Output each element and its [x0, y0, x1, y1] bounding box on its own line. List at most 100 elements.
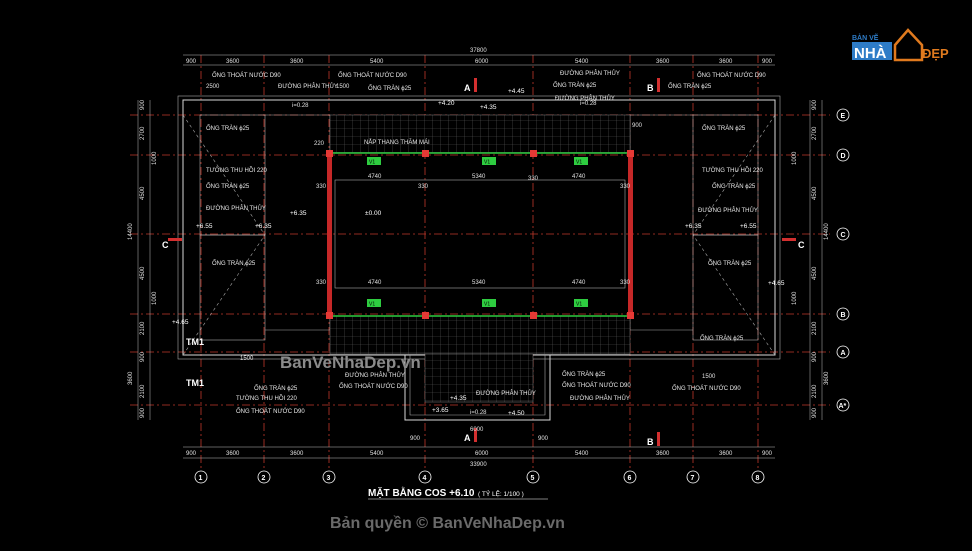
roof-hatch-top	[329, 114, 631, 154]
beam-tag-label: V1	[484, 160, 490, 166]
beam-tag-label: V1	[369, 302, 375, 308]
dim-label: 330	[316, 184, 327, 190]
axis-label: 2	[262, 475, 266, 482]
dim-label: 900	[762, 451, 773, 457]
note-ridge: ĐƯỜNG PHÂN THỦY	[278, 83, 338, 90]
dim-label: 4500	[812, 266, 818, 280]
dim-label: 330	[316, 280, 327, 286]
dim-label: 5400	[575, 59, 589, 65]
dim-label: 2700	[812, 126, 818, 140]
dim-label: 3600	[656, 451, 670, 457]
beam-tag	[574, 299, 588, 307]
dim-label: 220	[314, 141, 325, 147]
note-overflow-pipe: ỐNG TRÀN ϕ25	[206, 125, 250, 132]
note-roof-hatch: NẮP THANG THĂM MÁI	[364, 138, 430, 146]
roof-hatch-protrusion	[424, 353, 534, 403]
slope-label: i=0.28	[292, 103, 309, 109]
note-ridge: ĐƯỜNG PHÂN THỦY	[476, 390, 536, 397]
dim-label: 4500	[140, 266, 146, 280]
axis-label: D	[841, 153, 846, 160]
dim-label: 6000	[475, 451, 489, 457]
dim-label: 1000	[792, 151, 798, 165]
level-mark: +6.55	[740, 223, 757, 230]
dim-label: 900	[186, 451, 197, 457]
dim-label: 5400	[575, 451, 589, 457]
note-overflow-pipe: ỐNG TRÀN ϕ25	[368, 85, 412, 92]
dim-label: 900	[140, 407, 146, 418]
dim-label: 900	[762, 59, 773, 65]
side-dimensions: 900 2700 1000 4500 14400 4500 1000 2100 …	[128, 99, 830, 420]
axis-label: B	[841, 312, 846, 319]
axis-label: 5	[531, 475, 535, 482]
axis-label: A*	[839, 403, 847, 410]
annotations: ỐNG THOÁT NƯỚC D90 ỐNG THOÁT NƯỚC D90 ỐN…	[172, 70, 785, 442]
level-mark: +4.65	[768, 280, 785, 287]
note-gable-wall: TƯỜNG THU HỒI 220	[236, 395, 297, 402]
red-columns	[326, 150, 634, 319]
row-axes: E D C B A A*	[836, 108, 850, 412]
axis-label: E	[841, 113, 846, 120]
dim-label: 4500	[140, 186, 146, 200]
axis-label: C	[841, 232, 846, 239]
axis-label: 8	[756, 475, 760, 482]
axis-label: 3	[327, 475, 331, 482]
dim-label: 900	[812, 351, 818, 362]
dim-label: 5400	[370, 59, 384, 65]
note-overflow-pipe: ỐNG TRÀN ϕ25	[553, 82, 597, 89]
note-gable-wall: TƯỜNG THU HỒI 220	[206, 167, 267, 174]
copyright-text: Bản quyền © BanVeNhaDep.vn	[330, 515, 565, 532]
beam-tag-label: V1	[369, 160, 375, 166]
note-drain-pipe: ỐNG THOÁT NƯỚC D90	[672, 385, 741, 392]
note-ridge: ĐƯỜNG PHÂN THỦY	[206, 205, 266, 212]
level-mark: +6.55	[196, 223, 213, 230]
logo-suffix-text: ĐẸP	[922, 46, 949, 61]
beam-tag-label: V1	[576, 160, 582, 166]
beam-tag	[367, 157, 381, 165]
top-dimensions: 37800 900 3600 3600 5400 6000 5400 3600 …	[183, 48, 775, 66]
note-overflow-pipe: ỐNG TRÀN ϕ25	[708, 260, 752, 267]
dim-label: 900	[812, 407, 818, 418]
level-mark: +4.65	[172, 319, 189, 326]
dim-label: 3600	[656, 59, 670, 65]
dim-label: 900	[140, 351, 146, 362]
note-ridge: ĐƯỜNG PHÂN THỦY	[555, 95, 615, 102]
dim-label: 900	[140, 99, 146, 110]
dim-label: 330	[528, 176, 539, 182]
dim-label: 900	[186, 59, 197, 65]
beam-tag	[482, 157, 496, 165]
dim-label: 330	[418, 184, 429, 190]
note-overflow-pipe: ỐNG TRÀN ϕ25	[562, 371, 606, 378]
note-ridge: ĐƯỜNG PHÂN THỦY	[570, 395, 630, 402]
level-mark: +4.45	[508, 88, 525, 95]
note-overflow-pipe: ỐNG TRÀN ϕ25	[254, 385, 298, 392]
dim-label: 900	[632, 123, 643, 129]
dim-label: 3600	[128, 371, 134, 385]
level-mark: +4.35	[480, 104, 497, 111]
overall-dim-bottom: 33900	[470, 462, 487, 468]
note-overflow-pipe: ỐNG TRÀN ϕ25	[712, 183, 756, 190]
dim-label: 2700	[140, 126, 146, 140]
dim-label: 2100	[812, 384, 818, 398]
level-mark: +4.20	[438, 100, 455, 107]
section-markers: A A B B C C	[162, 78, 805, 447]
beam-tag	[574, 157, 588, 165]
dim-label: 4500	[812, 186, 818, 200]
dim-label: 5340	[472, 280, 486, 286]
note-drain-pipe: ỐNG THOÁT NƯỚC D90	[212, 72, 281, 79]
note-drain-pipe: ỐNG THOÁT NƯỚC D90	[338, 72, 407, 79]
drawing-title: MẶT BẰNG COS +6.10	[368, 486, 475, 499]
axis-label: 4	[423, 475, 427, 482]
note-overflow-pipe: ỐNG TRÀN ϕ25	[668, 83, 712, 90]
dim-label: 4740	[368, 174, 382, 180]
dim-label: 5340	[472, 174, 486, 180]
level-mark: +6.35	[255, 223, 272, 230]
dim-label: 1000	[152, 151, 158, 165]
dim-label: 3600	[290, 451, 304, 457]
green-beams: V1 V1 V1 V1 V1 V1	[330, 152, 630, 317]
note-ridge: ĐƯỜNG PHÂN THỦY	[345, 372, 405, 379]
note-drain-pipe: ỐNG THOÁT NƯỚC D90	[236, 408, 305, 415]
dim-label: 14400	[824, 223, 830, 240]
dim-label: 1000	[792, 291, 798, 305]
axis-label: 7	[691, 475, 695, 482]
